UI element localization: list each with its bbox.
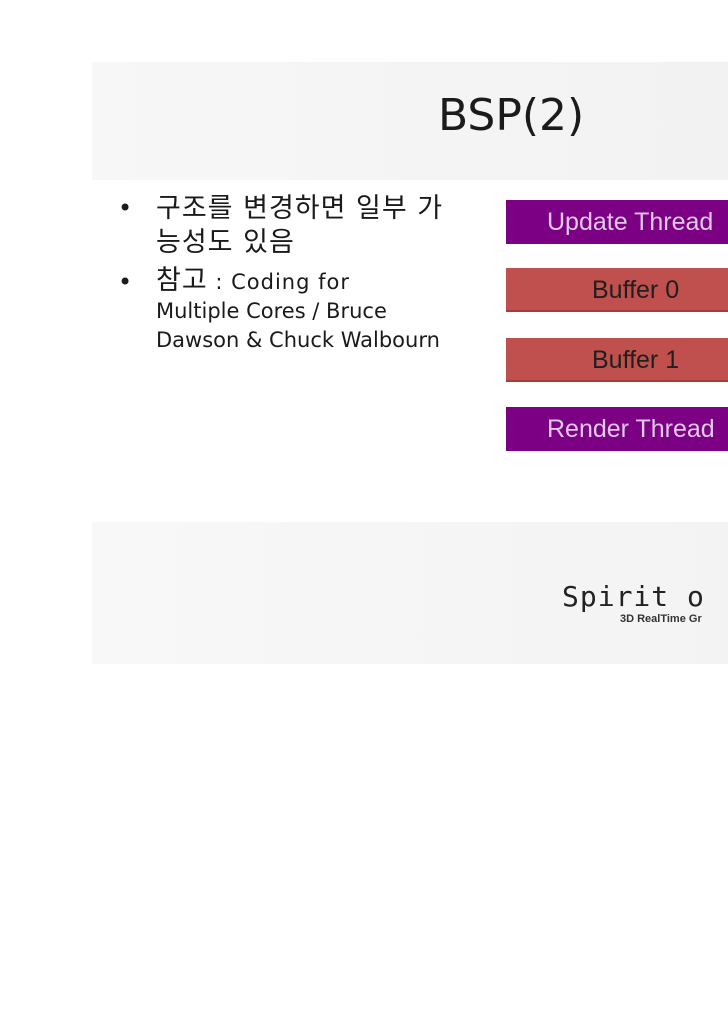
brand-logo: Spirit o 3D RealTime Gr [562,582,705,626]
reference-inline: Coding for [231,270,350,294]
buffer-1-box: Buffer 1 [506,338,728,382]
update-thread-box: Update Thread [506,200,728,244]
bullet-list: • 구조를 변경하면 일부 가능성도 있음 • 참고 : Coding for … [118,192,458,355]
bullet-text: 구조를 변경하면 일부 가능성도 있음 [156,193,444,258]
bullet-item: • 참고 : Coding for Multiple Cores / Bruce… [118,266,458,355]
reference-text: Multiple Cores / Bruce Dawson & Chuck Wa… [156,299,440,352]
logo-wordmark: Spirit o [562,580,705,613]
render-thread-box: Render Thread [506,407,728,451]
buffer-0-box: Buffer 0 [506,268,728,312]
reference-separator: : [207,270,232,294]
reference-label: 참고 [156,265,208,296]
bullet-dot-icon: • [118,194,133,222]
logo-tagline: 3D RealTime Gr [620,613,702,625]
footer-band [92,522,728,664]
title-band [92,62,728,180]
bullet-item: • 구조를 변경하면 일부 가능성도 있음 [118,192,458,260]
bullet-dot-icon: • [118,268,133,296]
slide-title: BSP(2) [438,90,585,141]
reference-heading: 참고 : Coding for [156,266,458,297]
